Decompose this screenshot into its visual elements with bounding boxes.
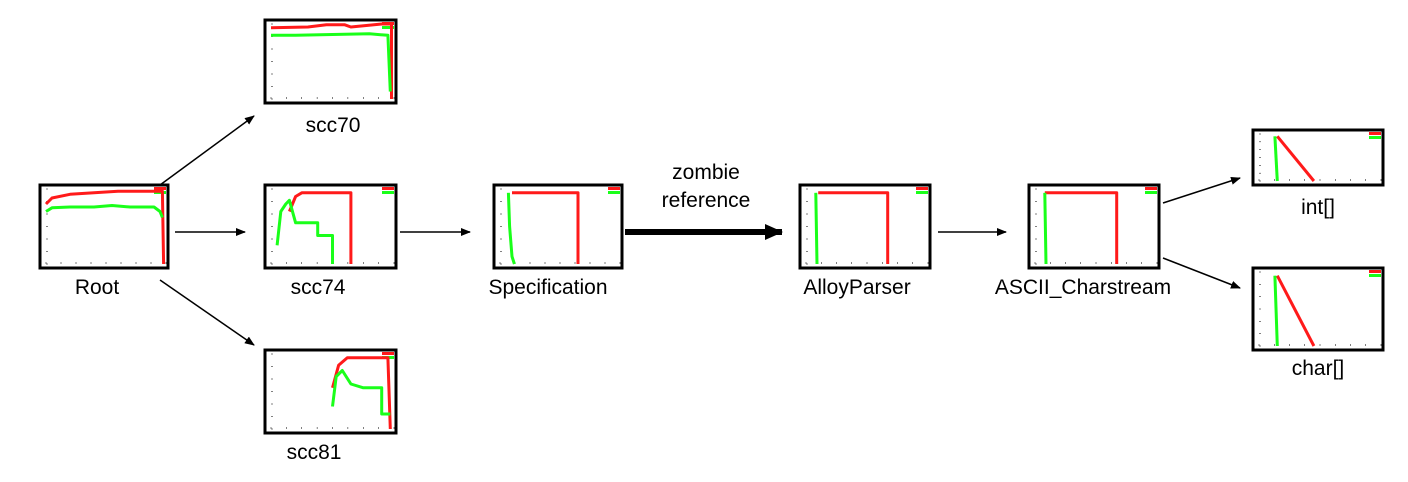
series-green [331, 369, 391, 416]
edge-label-line1: zombie [672, 161, 740, 184]
chart-frame [1027, 183, 1161, 270]
series-red [1275, 275, 1316, 347]
series-red [1044, 191, 1119, 264]
legend-red [382, 187, 394, 190]
series-red [818, 191, 890, 264]
node-label: Root [75, 276, 120, 299]
node-label: Specification [488, 276, 607, 299]
series-green [1043, 192, 1048, 265]
legend-red [1369, 270, 1381, 273]
legend-green [916, 191, 928, 194]
legend-red [1369, 132, 1381, 135]
legend-green [608, 191, 620, 194]
chart-frame [492, 183, 624, 270]
node-scc81: scc81 [263, 348, 398, 464]
chart-frame [1251, 266, 1385, 352]
edge-root-scc70 [159, 115, 255, 186]
legend-red [916, 187, 928, 190]
series-red [288, 191, 353, 264]
chart-frame [1251, 128, 1385, 187]
chart-frame [798, 183, 932, 270]
series-green [1273, 275, 1279, 347]
node-label: char[] [1292, 357, 1345, 380]
chart-frame [263, 348, 398, 435]
legend-red [608, 187, 620, 190]
edge-root-scc81 [159, 279, 255, 346]
edge-ascii-char [1162, 257, 1241, 289]
legend-green [1369, 274, 1381, 277]
node-scc74: scc74 [263, 183, 398, 299]
node-ascii_charstream: ASCII_Charstream [995, 183, 1171, 299]
node-alloyparser: AlloyParser [798, 183, 932, 299]
series-green [271, 32, 392, 92]
legend-red [382, 352, 394, 355]
series-green [275, 198, 334, 264]
node-char_array: char[] [1251, 266, 1385, 380]
series-green [814, 192, 819, 265]
legend-green [1145, 191, 1157, 194]
edge-label-line2: reference [662, 189, 751, 212]
legend-red [1145, 187, 1157, 190]
series-red [331, 356, 392, 430]
chart-frame [263, 183, 398, 270]
series-green [1273, 136, 1279, 182]
legend-red [154, 187, 166, 190]
node-root: Root [38, 183, 170, 299]
series-red [44, 189, 166, 265]
chart-frame [38, 183, 170, 270]
edge-ascii-int [1162, 176, 1241, 204]
chart-frame [263, 18, 398, 105]
series-red [512, 191, 580, 264]
series-green [506, 192, 516, 265]
node-label: ASCII_Charstream [995, 276, 1171, 299]
node-int_array: int[] [1251, 128, 1385, 219]
node-label: AlloyParser [803, 276, 910, 299]
series-green [45, 204, 164, 219]
series-red [1276, 135, 1316, 182]
node-scc70: scc70 [263, 18, 398, 137]
node-specification: Specification [488, 183, 624, 299]
legend-green [382, 26, 394, 29]
legend-green [382, 191, 394, 194]
node-label: int[] [1301, 196, 1335, 219]
node-label: scc74 [291, 276, 346, 299]
legend-green [1369, 136, 1381, 139]
node-label: scc70 [306, 114, 361, 137]
node-label: scc81 [287, 441, 342, 464]
series-red [270, 22, 393, 99]
